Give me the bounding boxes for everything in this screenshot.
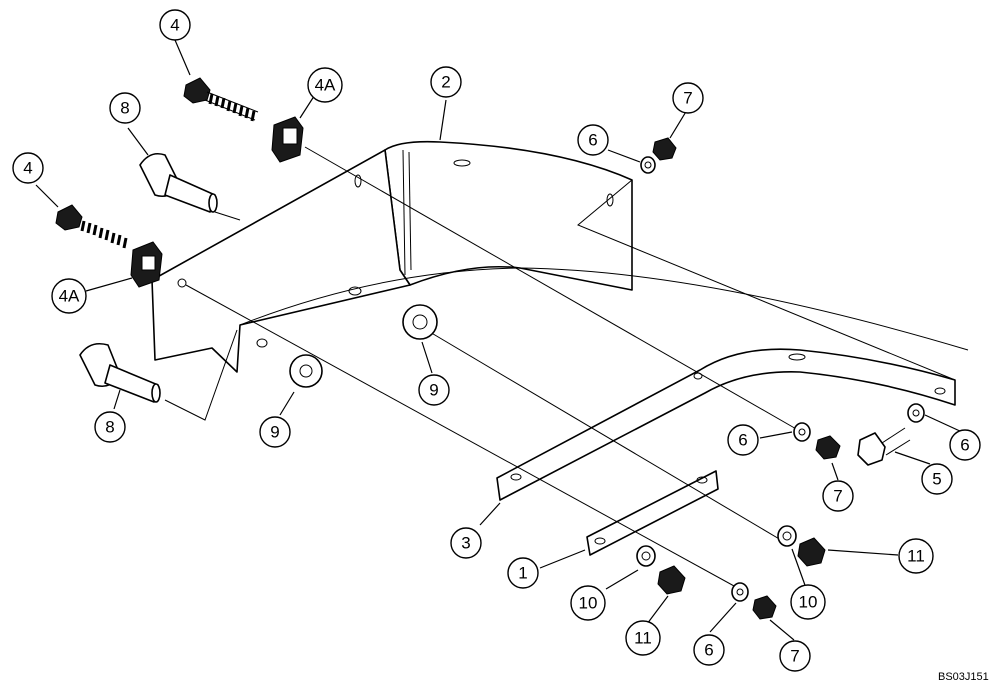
callout-5: 5 <box>921 463 953 495</box>
callout-number: 8 <box>105 418 114 437</box>
nut-7-bottom <box>752 595 777 620</box>
callout-circle <box>625 620 661 656</box>
callout-circle <box>790 584 826 620</box>
bolt-top <box>183 77 259 122</box>
shield-plate <box>151 140 969 501</box>
callout-10-left: 10 <box>570 585 606 621</box>
cage-nut-left <box>130 241 163 288</box>
drawing-id: BS03J151 <box>938 671 989 683</box>
callout-circle <box>727 424 759 456</box>
callout-circle <box>898 538 934 574</box>
callout-9-left: 9 <box>259 416 291 448</box>
callout-6-right: 6 <box>949 429 981 461</box>
washer-10-right <box>777 525 797 547</box>
callout-number: 2 <box>441 73 450 92</box>
callout-number: 5 <box>932 470 941 489</box>
callout-circle <box>921 463 953 495</box>
callout-number: 6 <box>738 431 747 450</box>
callout-4a-left: 4A <box>51 278 87 314</box>
callout-number: 7 <box>790 647 799 666</box>
callout-circle <box>949 429 981 461</box>
callout-number: 1 <box>518 564 527 583</box>
callout-10-right: 10 <box>790 584 826 620</box>
nut-7-mid <box>815 435 841 460</box>
washer-6-top <box>640 156 656 174</box>
callout-2: 2 <box>430 66 462 98</box>
nut-11-right <box>797 537 826 567</box>
callout-number: 7 <box>833 487 842 506</box>
callout-circle <box>672 82 704 114</box>
callout-circle <box>430 66 462 98</box>
callout-3: 3 <box>450 527 482 559</box>
callouts <box>35 39 963 641</box>
callout-circle <box>779 640 811 672</box>
callout-7-mid: 7 <box>822 480 854 512</box>
callout-circle <box>577 124 609 156</box>
callout-8-top: 8 <box>109 92 141 124</box>
callout-circle <box>307 67 343 103</box>
callout-6-bottom: 6 <box>693 634 725 666</box>
carriage-bolt-bottom <box>79 342 161 403</box>
callout-4a-top: 4A <box>307 67 343 103</box>
cage-nut-top <box>271 116 304 163</box>
callout-9-center: 9 <box>418 374 450 406</box>
callout-circle <box>159 9 191 41</box>
callout-circle <box>259 416 291 448</box>
callout-number: 4A <box>315 76 336 95</box>
nut-11-bottom <box>657 565 686 595</box>
nut-7-top <box>652 137 677 161</box>
washer-6-bottom <box>731 582 749 602</box>
carriage-bolt-top <box>139 152 218 213</box>
callout-number: 4 <box>170 16 179 35</box>
callout-number: 9 <box>429 381 438 400</box>
callout-number: 3 <box>461 534 470 553</box>
callout-6-top: 6 <box>577 124 609 156</box>
washer-6-right <box>907 403 925 423</box>
bolt-left <box>55 204 128 249</box>
callout-circle <box>94 411 126 443</box>
callout-number: 8 <box>120 99 129 118</box>
callout-number: 11 <box>634 629 652 648</box>
callout-6-mid: 6 <box>727 424 759 456</box>
callout-circle <box>570 585 606 621</box>
callout-number: 7 <box>683 89 692 108</box>
washer-6-mid <box>793 422 811 442</box>
callout-circle <box>450 527 482 559</box>
callout-4-left: 4 <box>12 152 44 184</box>
callout-number: 6 <box>704 641 713 660</box>
washer-9-center <box>402 304 438 340</box>
retainer-strap <box>586 470 719 556</box>
callout-4-top: 4 <box>159 9 191 41</box>
callout-number: 10 <box>799 593 818 612</box>
callout-8-bottom: 8 <box>94 411 126 443</box>
callout-number: 4A <box>59 287 80 306</box>
callout-number: 11 <box>907 547 925 566</box>
callout-1: 1 <box>507 557 539 589</box>
callout-circle <box>693 634 725 666</box>
callout-7-bottom: 7 <box>779 640 811 672</box>
callout-circle <box>822 480 854 512</box>
hex-bolt-5 <box>857 427 911 466</box>
callout-circle <box>507 557 539 589</box>
callout-circle <box>51 278 87 314</box>
washer-10-left <box>636 545 656 567</box>
callout-number: 6 <box>588 131 597 150</box>
callout-number: 6 <box>960 436 969 455</box>
callout-11-right: 11 <box>898 538 934 574</box>
callout-number: 4 <box>23 159 32 178</box>
washer-9-left <box>289 354 323 388</box>
callout-number: 9 <box>270 423 279 442</box>
callout-circle <box>12 152 44 184</box>
callout-11-bottom: 11 <box>625 620 661 656</box>
callout-number: 10 <box>579 594 598 613</box>
assembly-lines <box>164 146 799 593</box>
callout-circle <box>109 92 141 124</box>
callout-circle <box>418 374 450 406</box>
callout-7-top: 7 <box>672 82 704 114</box>
